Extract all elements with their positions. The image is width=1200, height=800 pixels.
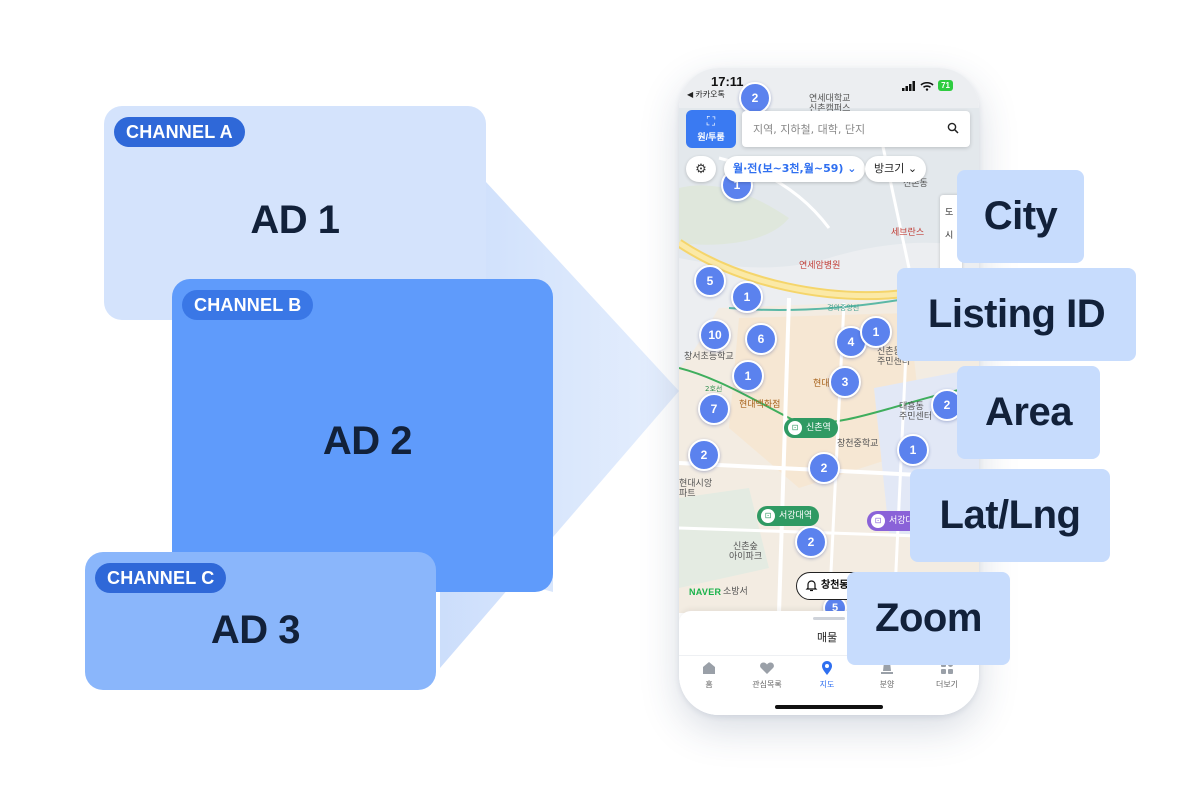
map-cluster[interactable]: 7 [698, 393, 730, 425]
heart-icon [760, 662, 774, 674]
map-label: 신촌동 [903, 179, 928, 189]
map-label: 세브란스 [891, 228, 925, 238]
room-type-button[interactable]: ⛶ 원/투룸 [686, 110, 736, 148]
map-layer-menu[interactable]: 도 시 [940, 195, 962, 285]
chevron-down-icon: ⌄ [847, 162, 857, 175]
naver-logo: NAVER [689, 587, 722, 597]
map-label: 현대 [813, 379, 830, 389]
ad-label-3: AD 3 [210, 608, 301, 652]
map-label: 신촌숲 [733, 542, 758, 552]
status-time: 17:11 [711, 74, 744, 89]
map-label: 소방서 [723, 587, 748, 597]
map-cluster[interactable]: 2 [808, 452, 840, 484]
search-input[interactable] [742, 111, 932, 147]
wifi-icon [920, 81, 934, 91]
map-label: 주민센터 [877, 357, 911, 367]
map-cluster[interactable]: 2 [795, 526, 827, 558]
tab-label: 지도 [819, 680, 835, 689]
field-tag-listing-id: Listing ID [897, 268, 1136, 361]
map-label: 현대백화점 [739, 400, 781, 410]
ad-label-2: AD 2 [322, 419, 413, 463]
map-label: 아이파크 [729, 552, 763, 562]
station-label: 신촌역 [806, 423, 831, 433]
map-layer-item[interactable]: 시 [945, 231, 954, 241]
map-cluster[interactable]: 1 [860, 316, 892, 348]
status-icons: 71 [902, 80, 953, 91]
status-bar: 17:11 ◀ 카카오톡 71 [679, 68, 979, 108]
room-type-label: 원/투룸 [697, 132, 725, 142]
ad-label-1: AD 1 [250, 198, 340, 242]
map-label: 창천중학교 [837, 439, 879, 449]
map-label: 파트 [679, 489, 696, 499]
field-tag-zoom: Zoom [847, 572, 1010, 665]
sheet-handle[interactable] [813, 617, 845, 620]
map-cluster[interactable]: 1 [732, 360, 764, 392]
subway-icon: ⊡ [788, 421, 802, 435]
station-sogang[interactable]: ⊡ 서강대역 [757, 506, 820, 526]
tab-favorites[interactable]: 관심목록 [737, 660, 797, 690]
tab-label: 홈 [705, 680, 713, 689]
map-cluster[interactable]: 5 [694, 265, 726, 297]
map-label: 주민센터 [899, 412, 933, 422]
station-sogang-right[interactable]: ⊡ 서강대 [867, 511, 921, 531]
map-cluster[interactable]: 10 [699, 319, 731, 351]
field-tag-lat-lng: Lat/Lng [910, 469, 1110, 562]
room-size-filter-chip[interactable]: 방크기 ⌄ [865, 156, 927, 182]
map-label: 연세암병원 [799, 261, 841, 271]
map-cluster[interactable]: 1 [731, 281, 763, 313]
battery-indicator: 71 [938, 80, 953, 91]
map-cluster[interactable]: 1 [897, 434, 929, 466]
map-label: 대흥동 [899, 402, 924, 412]
bell-icon [805, 580, 818, 592]
map-cluster[interactable]: 2 [688, 439, 720, 471]
ad-card-b: CHANNEL B AD 2 [172, 279, 553, 592]
sheet-title: 매물 [817, 631, 838, 644]
tab-label: 더보기 [935, 680, 959, 689]
map-layer-item[interactable]: 도 [945, 208, 954, 218]
ad-card-c: CHANNEL C AD 3 [85, 552, 436, 690]
room-size-filter-label: 방크기 [874, 162, 905, 175]
filter-settings-icon[interactable]: ⚙ [686, 156, 716, 182]
price-filter-label: 월·전(보~3천,월~59) [733, 162, 844, 175]
tab-home[interactable]: 홈 [679, 660, 739, 690]
home-icon [703, 662, 715, 674]
channel-badge-c: CHANNEL C [95, 563, 227, 593]
signal-icon [902, 80, 916, 91]
channel-badge-a: CHANNEL A [114, 117, 245, 147]
tab-map[interactable]: 지도 [797, 660, 857, 690]
area-alert-label: 창천동 [821, 580, 849, 591]
station-label: 서강대 [889, 516, 914, 526]
field-tag-area: Area [957, 366, 1100, 459]
station-label: 서강대역 [779, 511, 813, 521]
back-to-app[interactable]: ◀ 카카오톡 [687, 90, 725, 99]
subway-icon: ⊡ [871, 514, 885, 528]
map-label: 2호선 [705, 385, 723, 393]
tab-label: 분양 [879, 680, 895, 689]
search-box[interactable] [742, 111, 970, 147]
station-sinchon[interactable]: ⊡ 신촌역 [784, 418, 838, 438]
map-cluster[interactable]: 3 [829, 366, 861, 398]
map-label: 연세대학교 [809, 94, 851, 104]
field-tag-city: City [957, 170, 1084, 263]
chevron-down-icon: ⌄ [907, 162, 918, 175]
map-label: 현대시앙 [679, 479, 713, 489]
map-label: 신촌동 [877, 347, 902, 357]
map-label: 창서초등학교 [684, 352, 734, 362]
map-pin-icon [822, 661, 832, 675]
map-label: 신촌캠퍼스 [809, 104, 851, 114]
tab-label: 관심목록 [752, 680, 782, 689]
map-label: 경의중앙선 [827, 304, 860, 312]
map-cluster[interactable]: 6 [745, 323, 777, 355]
search-icon[interactable] [947, 122, 959, 134]
price-filter-chip[interactable]: 월·전(보~3천,월~59) ⌄ [724, 156, 866, 182]
channel-badge-b: CHANNEL B [182, 290, 314, 320]
expand-icon: ⛶ [706, 114, 716, 128]
subway-icon: ⊡ [761, 509, 775, 523]
home-indicator [775, 705, 883, 709]
